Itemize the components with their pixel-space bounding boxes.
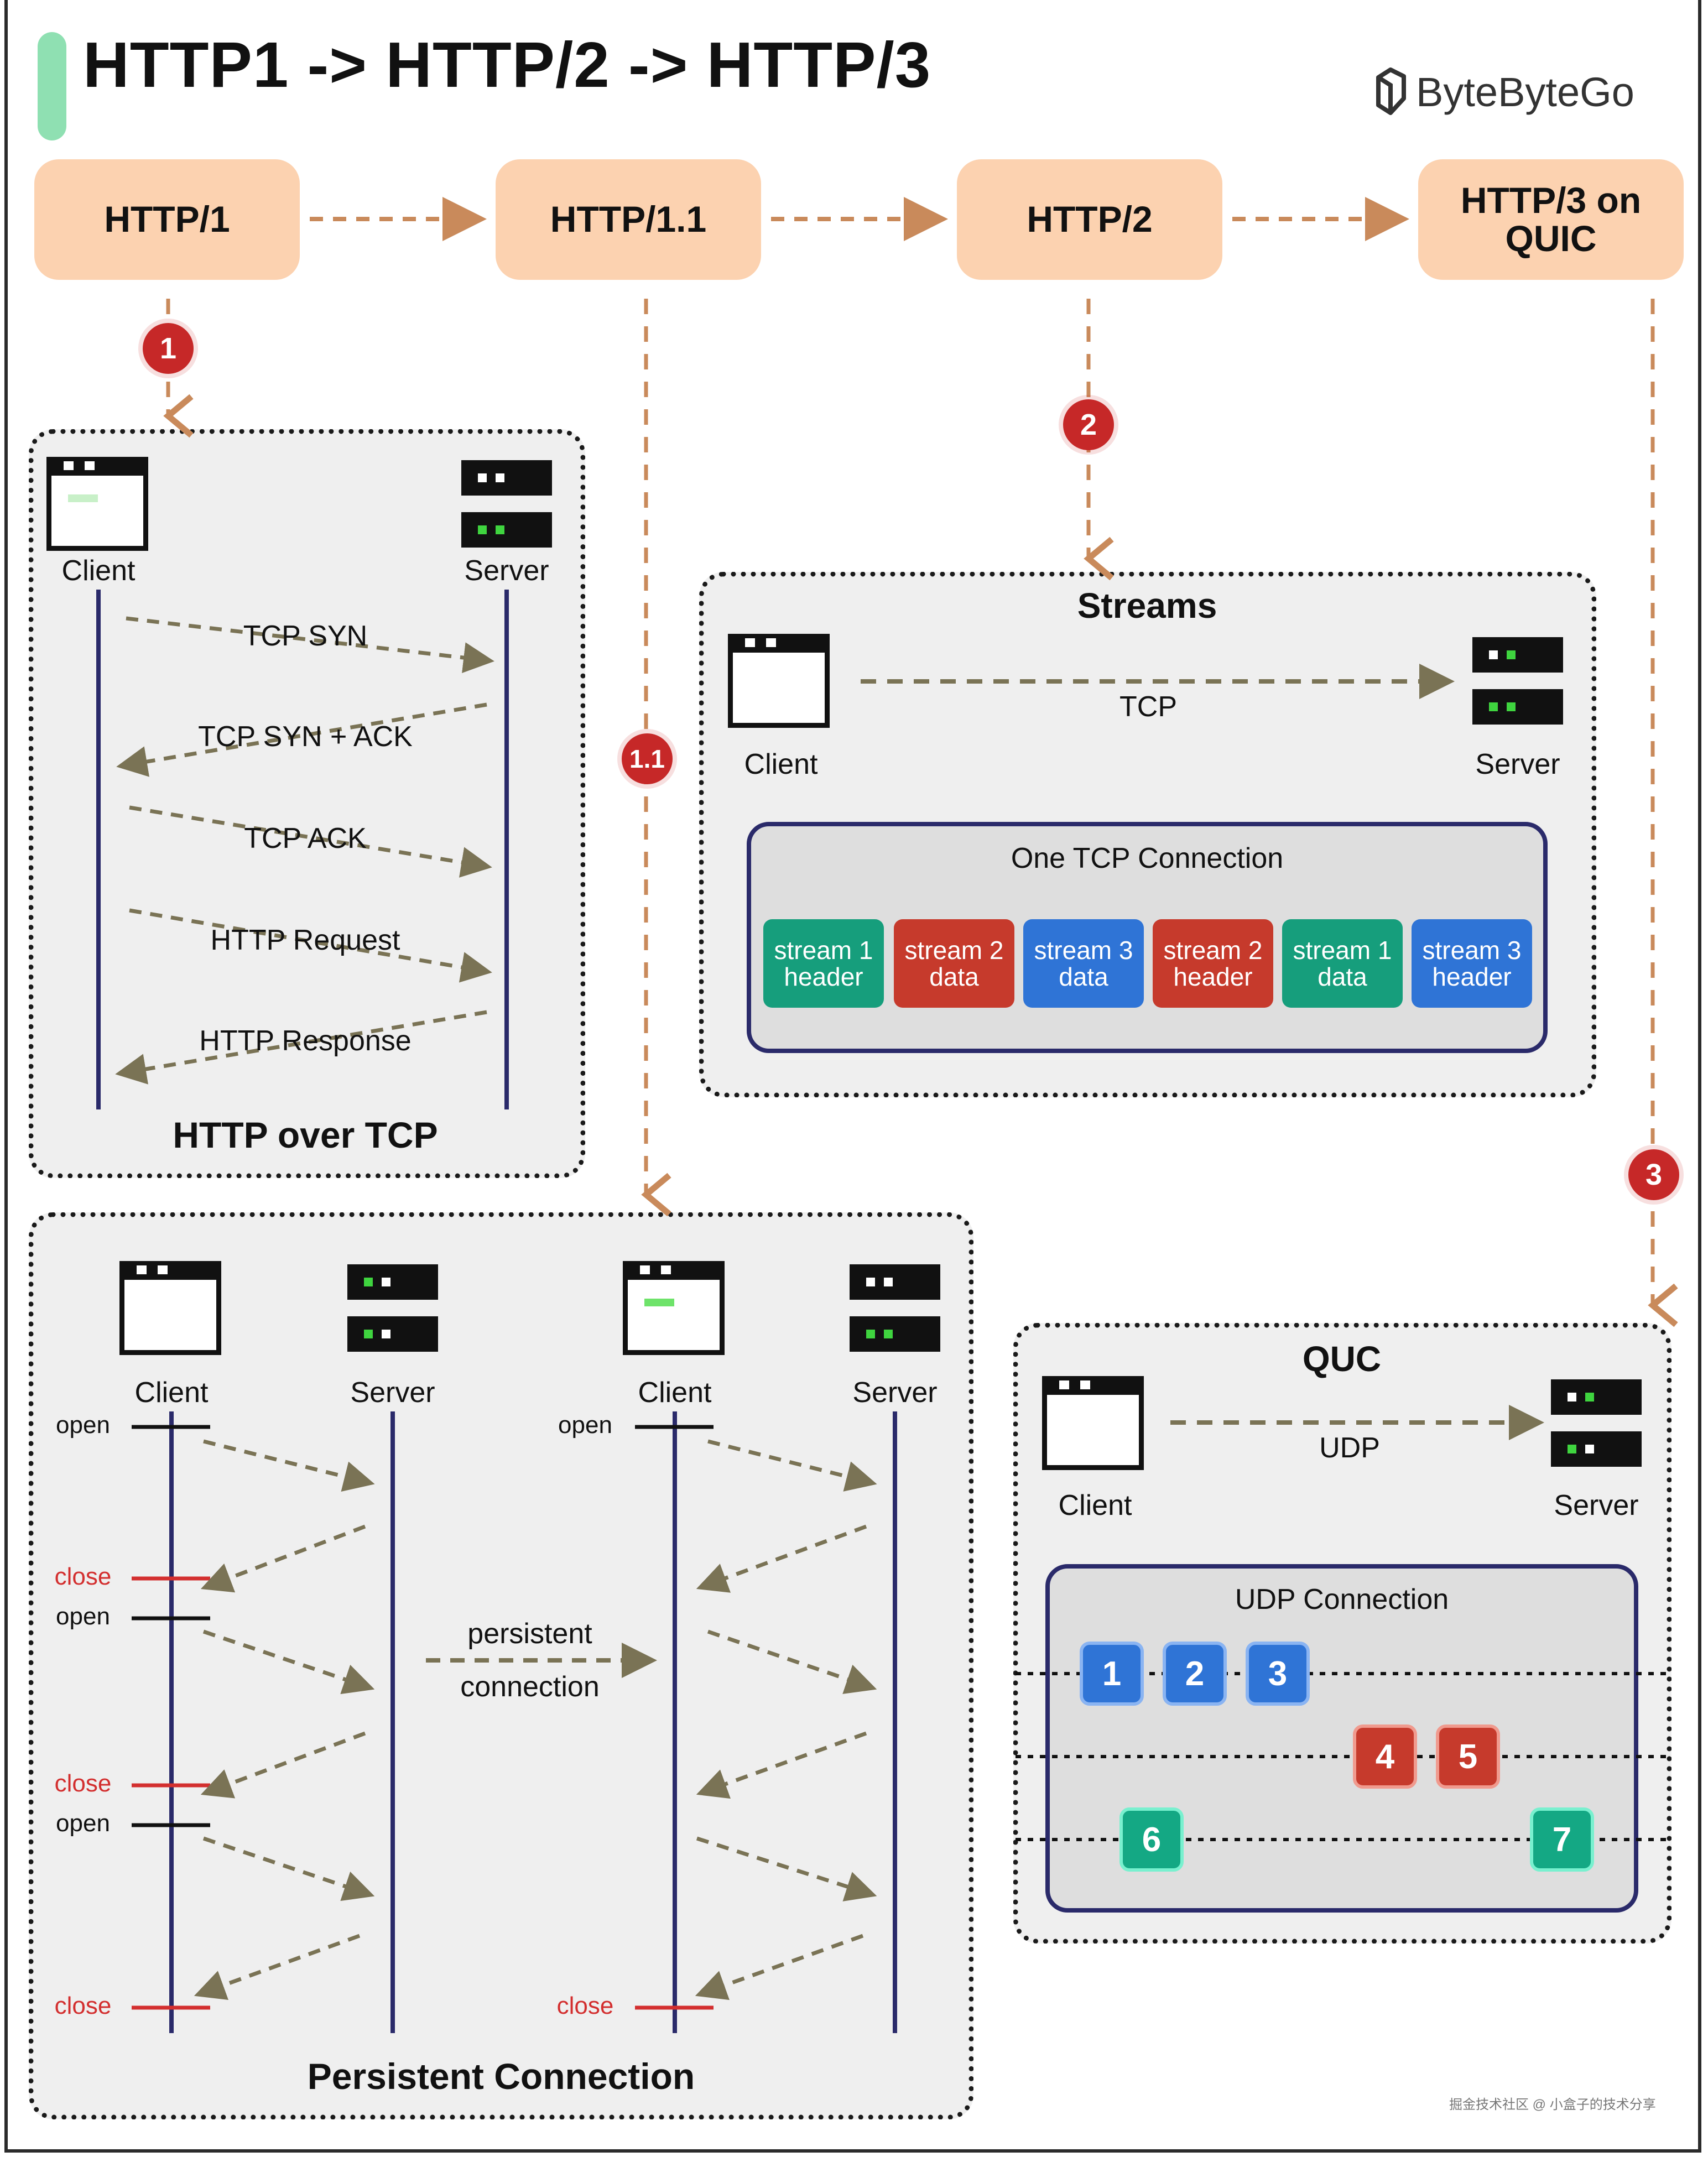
http11-messages-right	[695, 1439, 877, 2000]
http3-client-label: Client	[1058, 1489, 1132, 1522]
http11-client-b-label: Client	[638, 1377, 712, 1409]
http1-server-icon	[461, 460, 552, 564]
page-title: HTTP1 -> HTTP/2 -> HTTP/3	[83, 29, 931, 101]
open-label: open	[558, 1411, 612, 1439]
page-frame	[4, 0, 1701, 2153]
http2-server-icon	[1472, 637, 1563, 741]
bytebytego-logo-icon	[1376, 67, 1406, 115]
msg-http-request: HTTP Request	[210, 924, 400, 956]
http1-client-browser-icon	[46, 457, 148, 551]
http3-protocol-label: UDP	[1319, 1432, 1380, 1464]
udp-packet: 5	[1436, 1724, 1500, 1789]
http1-client-label: Client	[61, 555, 136, 587]
close-label: close	[54, 1770, 112, 1797]
http11-server-a-icon	[347, 1264, 438, 1368]
http2-title: Streams	[1077, 586, 1217, 626]
udp-packet: 1	[1080, 1642, 1144, 1706]
http11-lifelines	[169, 1411, 897, 2033]
close-label: close	[556, 1992, 614, 2019]
http11-server-b-icon	[850, 1264, 940, 1368]
http1-lifelines	[96, 590, 509, 1109]
http3-title: QUC	[1302, 1339, 1382, 1379]
msg-tcp-syn: TCP SYN	[243, 620, 368, 652]
version-http3: HTTP/3 on QUIC	[1418, 159, 1684, 280]
version-http11: HTTP/1.1	[496, 159, 761, 280]
http2-protocol-label: TCP	[1119, 691, 1177, 723]
http11-client-b-browser-icon	[623, 1261, 725, 1355]
title-accent-bar	[38, 32, 66, 140]
http2-server-label: Server	[1475, 748, 1560, 780]
udp-packet: 7	[1530, 1807, 1594, 1872]
msg-tcp-ack: TCP ACK	[244, 822, 367, 855]
msg-http-response: HTTP Response	[199, 1025, 412, 1057]
udp-packet: 2	[1163, 1642, 1227, 1706]
close-label: close	[54, 1992, 112, 2019]
http11-server-a-label: Server	[350, 1377, 435, 1409]
udp-packet: 4	[1353, 1724, 1417, 1789]
http11-server-b-label: Server	[852, 1377, 938, 1409]
open-label: open	[56, 1411, 110, 1439]
http11-messages-left	[194, 1439, 375, 2000]
http11-ticks	[132, 1425, 714, 2010]
http3-server-icon	[1551, 1379, 1642, 1483]
udp-packet: 3	[1246, 1642, 1310, 1706]
logo-text: ByteByteGo	[1416, 69, 1634, 115]
persistent-label-line2: connection	[460, 1671, 600, 1703]
persistent-label-line1: persistent	[467, 1618, 592, 1650]
udp-packet: 6	[1119, 1807, 1184, 1872]
close-label: close	[54, 1563, 112, 1590]
tcp-connection-label: One TCP Connection	[1011, 842, 1284, 874]
open-label: open	[56, 1810, 110, 1837]
http3-client-browser-icon	[1042, 1376, 1144, 1470]
badge-2: 2	[1063, 399, 1114, 450]
http1-caption: HTTP over TCP	[173, 1114, 438, 1155]
http1-messages	[115, 616, 494, 1085]
badge-1-1: 1.1	[622, 733, 673, 784]
badge-3: 3	[1628, 1149, 1679, 1200]
http1-panel	[29, 429, 585, 1178]
http11-caption: Persistent Connection	[307, 2056, 695, 2097]
udp-connection-label: UDP Connection	[1235, 1583, 1449, 1616]
version-http1: HTTP/1	[34, 159, 300, 280]
msg-tcp-syn-ack: TCP SYN + ACK	[198, 721, 413, 753]
http2-client-browser-icon	[728, 634, 830, 728]
watermark: 掘金技术社区 @ 小盒子的技术分享	[1449, 2097, 1656, 2112]
http11-client-a-browser-icon	[119, 1261, 221, 1355]
http2-client-label: Client	[744, 748, 818, 780]
open-label: open	[56, 1603, 110, 1630]
http1-server-label: Server	[464, 555, 549, 587]
badge-1: 1	[143, 323, 194, 374]
http11-panel	[29, 1212, 973, 2119]
http3-server-label: Server	[1554, 1489, 1639, 1522]
version-http2: HTTP/2	[957, 159, 1222, 280]
http11-client-a-label: Client	[134, 1377, 209, 1409]
